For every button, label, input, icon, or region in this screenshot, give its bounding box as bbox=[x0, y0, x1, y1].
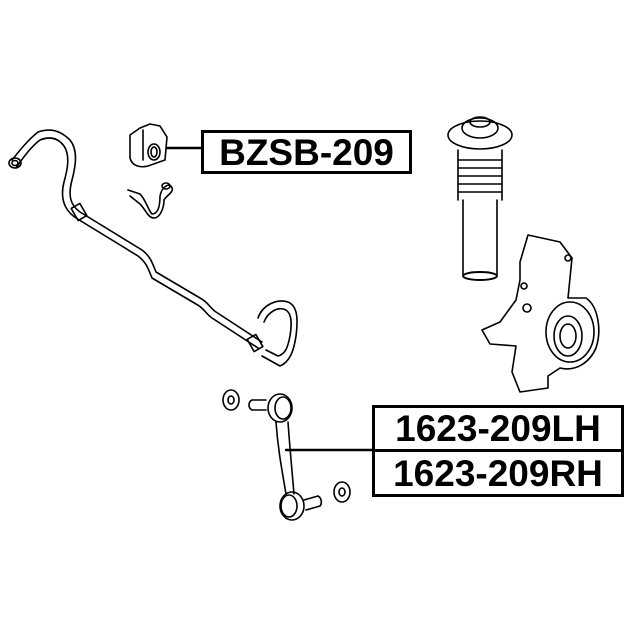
part-number-label-bushing: BZSB-209 bbox=[201, 130, 412, 174]
stabilizer-bar bbox=[8, 129, 298, 367]
stabilizer-link bbox=[222, 389, 374, 521]
bushing-bracket bbox=[127, 182, 174, 219]
strut-mount-and-boot bbox=[447, 116, 513, 281]
part-number-label-link-left: 1623-209LH bbox=[372, 405, 624, 452]
part-number-label-link-right: 1623-209RH bbox=[372, 449, 624, 497]
stabilizer-bushing bbox=[129, 123, 203, 168]
steering-knuckle-hub bbox=[481, 234, 600, 393]
